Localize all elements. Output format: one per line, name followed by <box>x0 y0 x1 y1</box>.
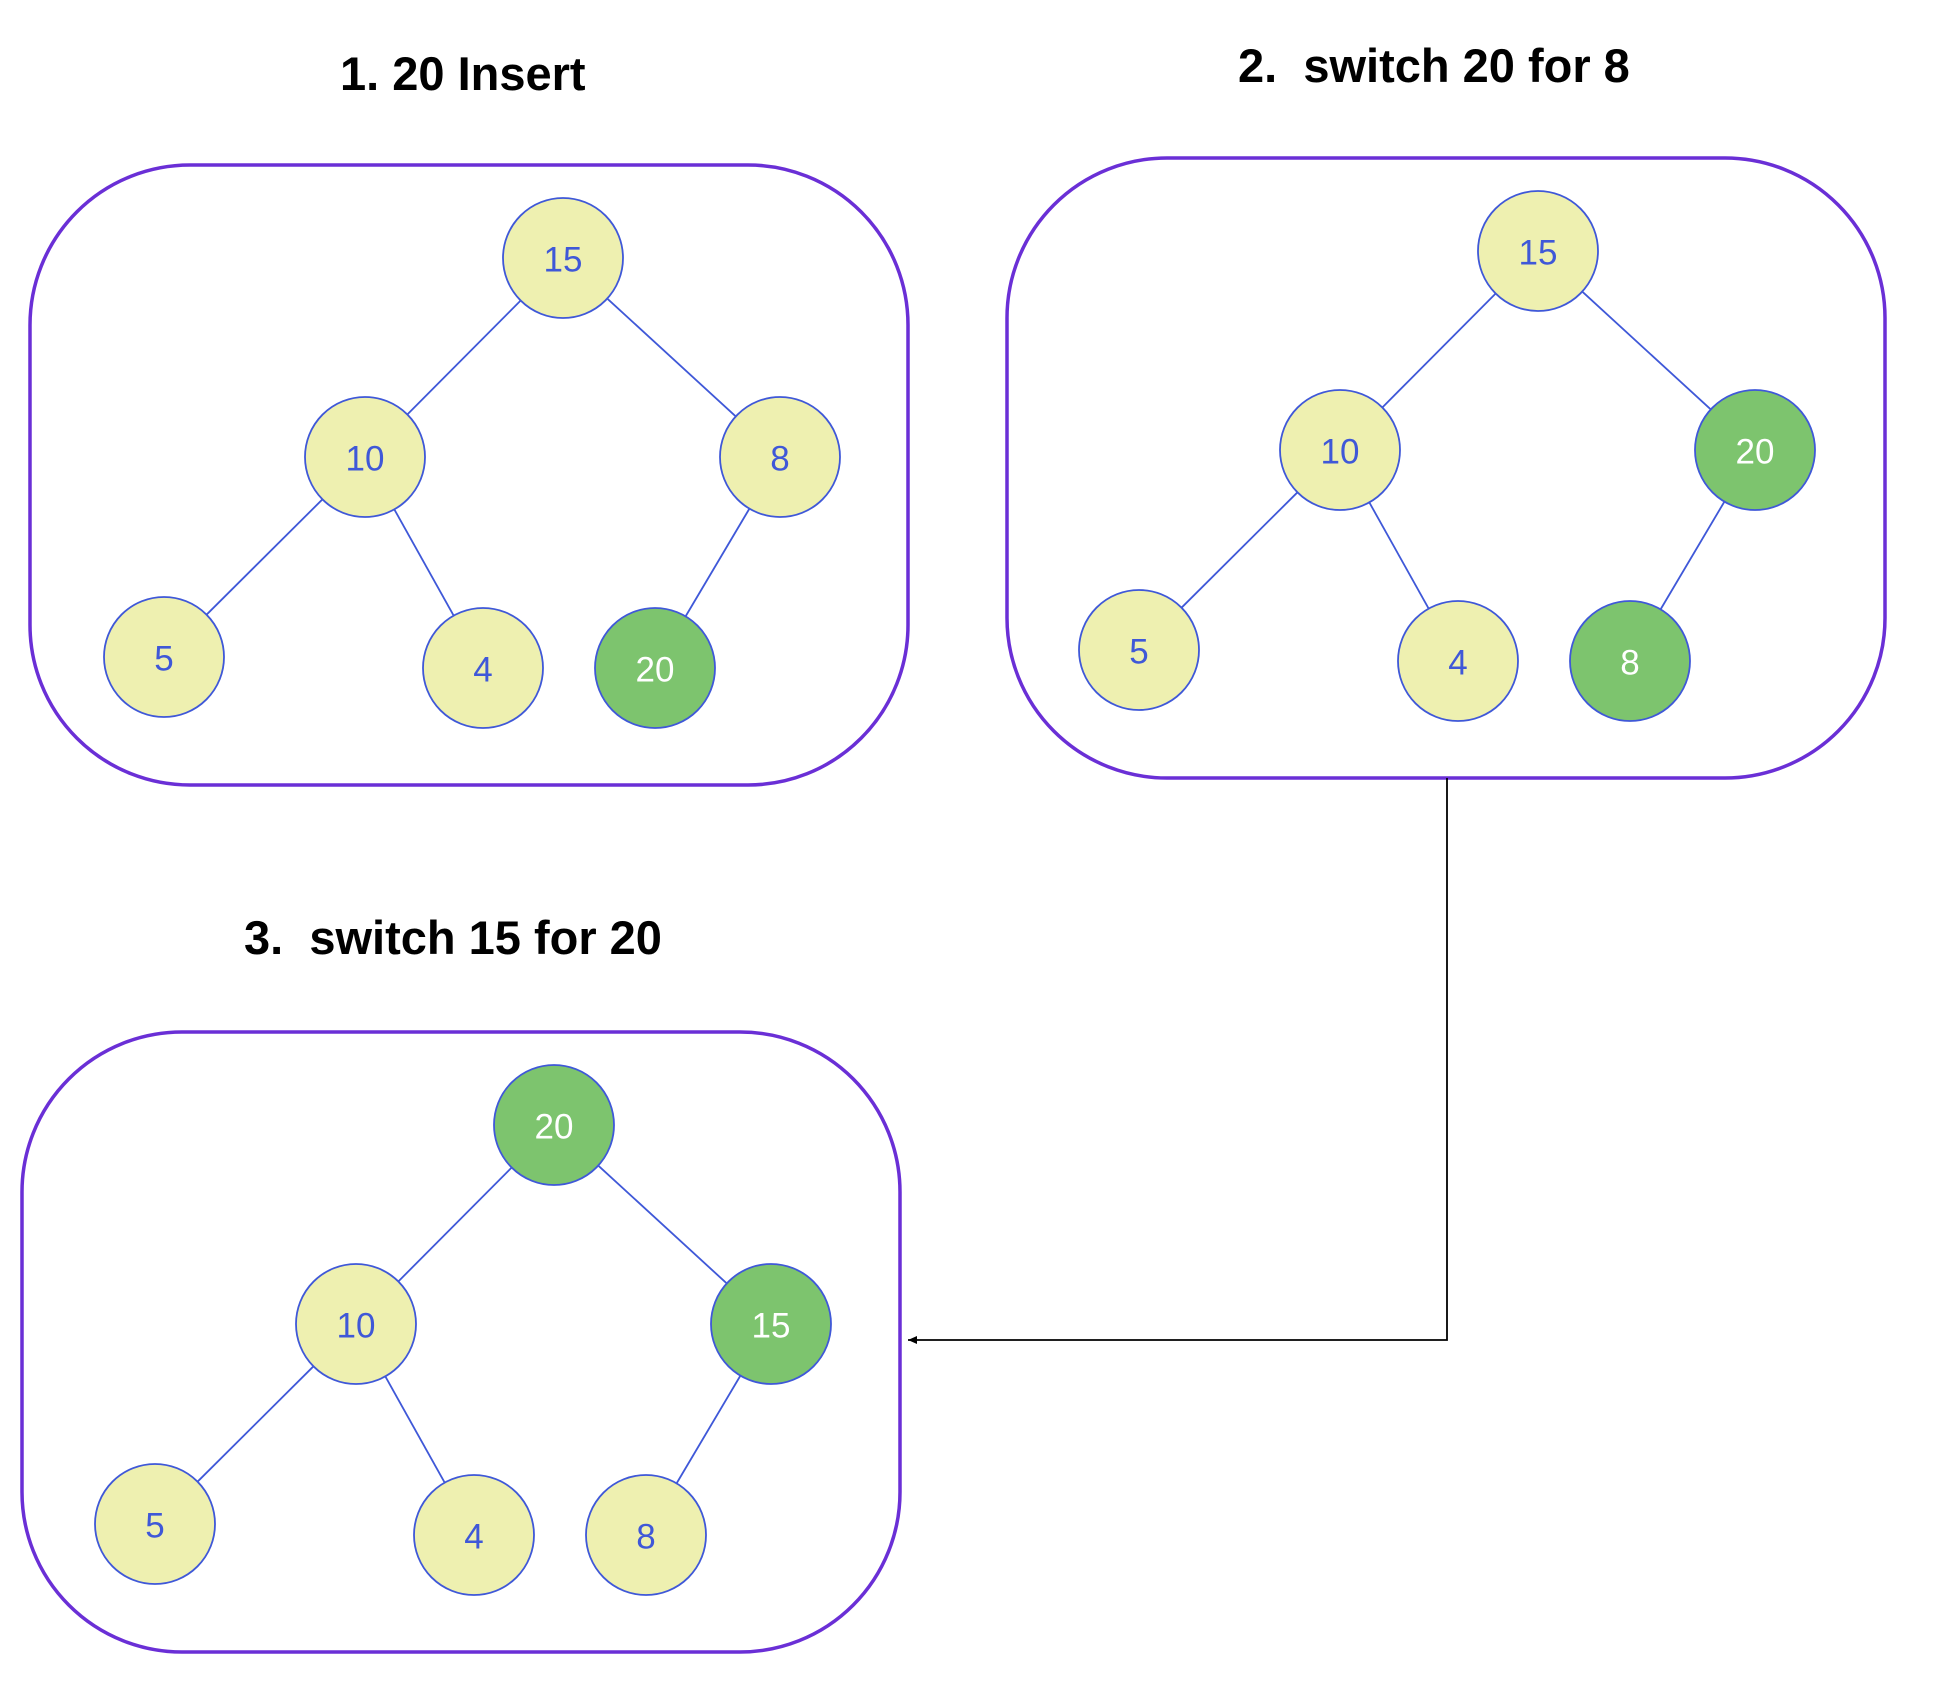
panel-2-frame <box>1005 156 1887 780</box>
heap-trees: 15 10 8 5 4 20 15 10 20 5 4 8 20 10 15 5 4 8 <box>94 190 1816 1596</box>
node-circle <box>413 1474 535 1596</box>
tree-edge <box>397 1166 513 1283</box>
node-circle <box>422 607 544 729</box>
node-value: 20 <box>1736 433 1775 472</box>
tree-edge <box>1180 491 1299 609</box>
node-value: 15 <box>752 1307 791 1346</box>
node-value: 5 <box>154 640 173 679</box>
node-value: 10 <box>346 440 385 479</box>
tree-edge <box>684 508 751 617</box>
node-value: 8 <box>1620 644 1639 683</box>
panel-1-title: 1. 20 Insert <box>340 47 586 100</box>
node-circle <box>502 197 624 319</box>
step-arrow <box>908 778 1448 1344</box>
node-value: 4 <box>1448 644 1467 683</box>
node-circle <box>103 596 225 718</box>
tree-edge <box>384 1375 446 1484</box>
node-circle <box>304 396 426 518</box>
node-circle <box>1078 589 1200 711</box>
node-value: 10 <box>337 1307 376 1346</box>
tree-node: 10 <box>304 396 426 518</box>
highlighted-node-circle <box>1694 389 1816 511</box>
node-circle <box>295 1263 417 1385</box>
node-value: 5 <box>145 1507 164 1546</box>
tree-node: 20 <box>594 607 716 729</box>
node-value: 15 <box>544 241 583 280</box>
highlighted-node-circle <box>594 607 716 729</box>
node-circle <box>585 1474 707 1596</box>
tree-edge <box>1368 501 1430 610</box>
tree-node: 4 <box>422 607 544 729</box>
tree-node: 20 <box>493 1064 615 1186</box>
panel-3-title: 3. switch 15 for 20 <box>244 911 662 964</box>
node-circle <box>94 1463 216 1585</box>
node-circle <box>1279 389 1401 511</box>
highlighted-node-circle <box>493 1064 615 1186</box>
node-value: 20 <box>636 651 675 690</box>
panel-3-frame <box>20 1030 902 1654</box>
node-circle <box>719 396 841 518</box>
tree-node: 8 <box>1569 600 1691 722</box>
tree-node: 15 <box>502 197 624 319</box>
tree-edge <box>606 297 737 418</box>
tree-node: 5 <box>1078 589 1200 711</box>
panel-3-tree: 20 10 15 5 4 8 <box>94 1064 832 1596</box>
tree-node: 10 <box>1279 389 1401 511</box>
tree-node: 5 <box>94 1463 216 1585</box>
tree-node: 5 <box>103 596 225 718</box>
node-value: 5 <box>1129 633 1148 672</box>
tree-node: 8 <box>585 1474 707 1596</box>
tree-edge <box>406 299 522 416</box>
panel-2-title: 2. switch 20 for 8 <box>1238 39 1630 92</box>
node-value: 4 <box>464 1518 483 1557</box>
tree-edge <box>1659 501 1726 610</box>
tree-node: 15 <box>1477 190 1599 312</box>
panel-1-frame <box>28 163 910 787</box>
tree-node: 4 <box>413 1474 535 1596</box>
node-value: 4 <box>473 651 492 690</box>
panel-2-tree: 15 10 20 5 4 8 <box>1078 190 1816 722</box>
tree-node: 15 <box>710 1263 832 1385</box>
tree-node: 20 <box>1694 389 1816 511</box>
tree-edge <box>196 1365 315 1483</box>
tree-edge <box>1581 290 1712 411</box>
tree-node: 4 <box>1397 600 1519 722</box>
tree-edge <box>597 1164 728 1285</box>
tree-edge <box>1381 292 1497 409</box>
tree-node: 8 <box>719 396 841 518</box>
node-value: 8 <box>636 1518 655 1557</box>
tree-edge <box>675 1375 742 1484</box>
tree-node: 10 <box>295 1263 417 1385</box>
node-circle <box>1477 190 1599 312</box>
node-value: 20 <box>535 1108 574 1147</box>
node-value: 15 <box>1519 234 1558 273</box>
tree-edge <box>393 508 455 617</box>
highlighted-node-circle <box>1569 600 1691 722</box>
node-value: 8 <box>770 440 789 479</box>
node-value: 10 <box>1321 433 1360 472</box>
node-circle <box>1397 600 1519 722</box>
tree-edge <box>205 498 324 616</box>
panel-1-tree: 15 10 8 5 4 20 <box>103 197 841 729</box>
highlighted-node-circle <box>710 1263 832 1385</box>
